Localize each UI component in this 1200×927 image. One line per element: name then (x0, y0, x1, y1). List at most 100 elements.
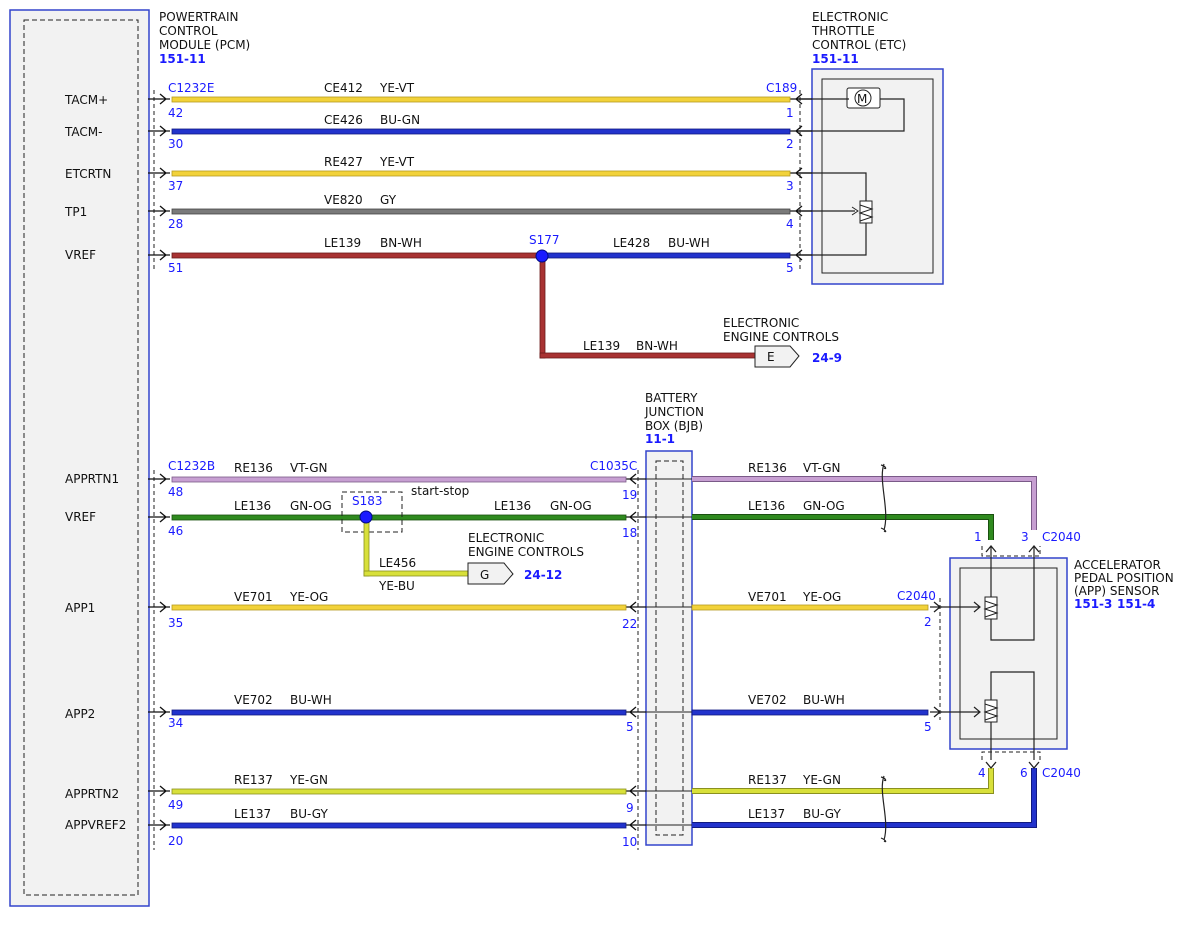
start-stop-label: start-stop (411, 484, 469, 498)
app-pin-number: 3 (1021, 530, 1029, 544)
wire-color: VT-GN (803, 461, 840, 475)
motor-label: M (857, 92, 867, 106)
wire-circuit: LE136 (234, 499, 271, 513)
eec-g-title-line-2: ENGINE CONTROLS (468, 545, 584, 559)
etc-title-line-2: THROTTLE (811, 24, 875, 38)
wire-circuit: RE137 (748, 773, 787, 787)
wire-circuit: LE456 (379, 556, 416, 570)
wire-color: BN-WH (636, 339, 678, 353)
eec-e-title-line-2: ENGINE CONTROLS (723, 330, 839, 344)
etc-title-line-3: CONTROL (ETC) (812, 38, 906, 52)
wire-circuit: VE702 (748, 693, 787, 707)
pcm-pin-label: TACM- (64, 125, 102, 139)
app-pin-number: 1 (974, 530, 982, 544)
app-wires-right (691, 463, 1037, 843)
wire-circuit: LE136 (748, 499, 785, 513)
pcm-pin-label: VREF (65, 510, 96, 524)
wire-circuit: CE426 (324, 113, 363, 127)
etc-module (796, 68, 944, 285)
pcm-title-line-3: MODULE (PCM) (159, 38, 250, 52)
pcm-pin-label: TACM+ (64, 93, 108, 107)
pcm-pin-label: ETCRTN (65, 167, 111, 181)
bjb-pin-arrows (626, 473, 646, 831)
app-sensor-module (930, 544, 1068, 770)
wire-color: YE-OG (802, 590, 841, 604)
wire-color: GN-OG (550, 499, 592, 513)
app-pin-number: 5 (924, 720, 932, 734)
splice-s177: S177 (529, 233, 560, 247)
wire-color: YE-BU (378, 579, 415, 593)
wire-circuit: VE702 (234, 693, 273, 707)
etc-ref: 151-11 (812, 52, 859, 66)
pcm-pin-number: 49 (168, 798, 183, 812)
pcm-connector-c1232e: C1232E (168, 81, 215, 95)
bjb-pin-number: 18 (622, 526, 637, 540)
etc-pin-number: 1 (786, 106, 794, 120)
pcm-module (9, 9, 155, 907)
app-title-line-2: PEDAL POSITION (1074, 571, 1174, 585)
bjb-title-line-2: JUNCTION (644, 405, 704, 419)
wire-circuit: VE820 (324, 193, 363, 207)
pcm-pin-number: 34 (168, 716, 183, 730)
etc-title-line-1: ELECTRONIC (812, 10, 888, 24)
app-title-line-1: ACCELERATOR (1074, 558, 1161, 572)
wire-color: GY (380, 193, 397, 207)
wire-color: YE-OG (289, 590, 328, 604)
wire-circuit: RE137 (234, 773, 273, 787)
pcm-pin-label: APP1 (65, 601, 95, 615)
app-connector-c2040: C2040 (897, 589, 936, 603)
wire-color: VT-GN (290, 461, 327, 475)
wire-color: YE-GN (289, 773, 328, 787)
wire-color: BN-WH (380, 236, 422, 250)
wire-color: BU-GY (803, 807, 841, 821)
app-connector-c2040: C2040 (1042, 766, 1081, 780)
pcm-pin-number: 30 (168, 137, 183, 151)
bjb-module (637, 450, 693, 850)
wire-color: BU-GN (380, 113, 420, 127)
eec-g-letter: G (480, 568, 489, 582)
pcm-connector-c1232b: C1232B (168, 459, 215, 473)
bjb-pin-number: 9 (626, 801, 634, 815)
app-pin-number: 2 (924, 615, 932, 629)
pcm-pin-number: 35 (168, 616, 183, 630)
etc-pin-arrows (790, 93, 812, 261)
pcm-pin-label: APPVREF2 (65, 818, 126, 832)
pcm-pin-label: APP2 (65, 707, 95, 721)
eec-e-letter: E (767, 350, 775, 364)
etc-connector-c189: C189 (766, 81, 797, 95)
pcm-ref: 151-11 (159, 52, 206, 66)
wire-circuit: LE139 (324, 236, 361, 250)
wire-color: YE-VT (379, 81, 415, 95)
app-title-line-3: (APP) SENSOR (1074, 584, 1159, 598)
etc-pin-number: 2 (786, 137, 794, 151)
eec-g-title-line-1: ELECTRONIC (468, 531, 544, 545)
wire-color: GN-OG (290, 499, 332, 513)
pcm-pin-number: 46 (168, 524, 183, 538)
pcm-pin-arrows (148, 93, 170, 831)
app-ref-1: 151-3 (1074, 597, 1112, 611)
wire-circuit: RE427 (324, 155, 363, 169)
pcm-pin-label: TP1 (64, 205, 87, 219)
bjb-pin-number: 5 (626, 720, 634, 734)
pcm-pin-label: VREF (65, 248, 96, 262)
eec-g-ref: 24-12 (524, 568, 562, 582)
wire-circuit: RE136 (748, 461, 787, 475)
wire-color: GN-OG (803, 499, 845, 513)
wire-color: BU-WH (668, 236, 710, 250)
bjb-ref: 11-1 (645, 432, 675, 446)
bjb-pin-number: 19 (622, 488, 637, 502)
bjb-title-line-3: BOX (BJB) (645, 419, 703, 433)
pcm-pin-number: 28 (168, 217, 183, 231)
wire-color: BU-WH (290, 693, 332, 707)
pcm-pin-number: 51 (168, 261, 183, 275)
wire-color: YE-GN (802, 773, 841, 787)
bjb-connector-c1035c: C1035C (590, 459, 637, 473)
app-pin-number: 6 (1020, 766, 1028, 780)
pcm-pin-label: APPRTN2 (65, 787, 119, 801)
eec-g-connector (467, 562, 514, 585)
etc-pin-number: 5 (786, 261, 794, 275)
etc-pin-number: 3 (786, 179, 794, 193)
wire-circuit: VE701 (748, 590, 787, 604)
pcm-pin-number: 42 (168, 106, 183, 120)
